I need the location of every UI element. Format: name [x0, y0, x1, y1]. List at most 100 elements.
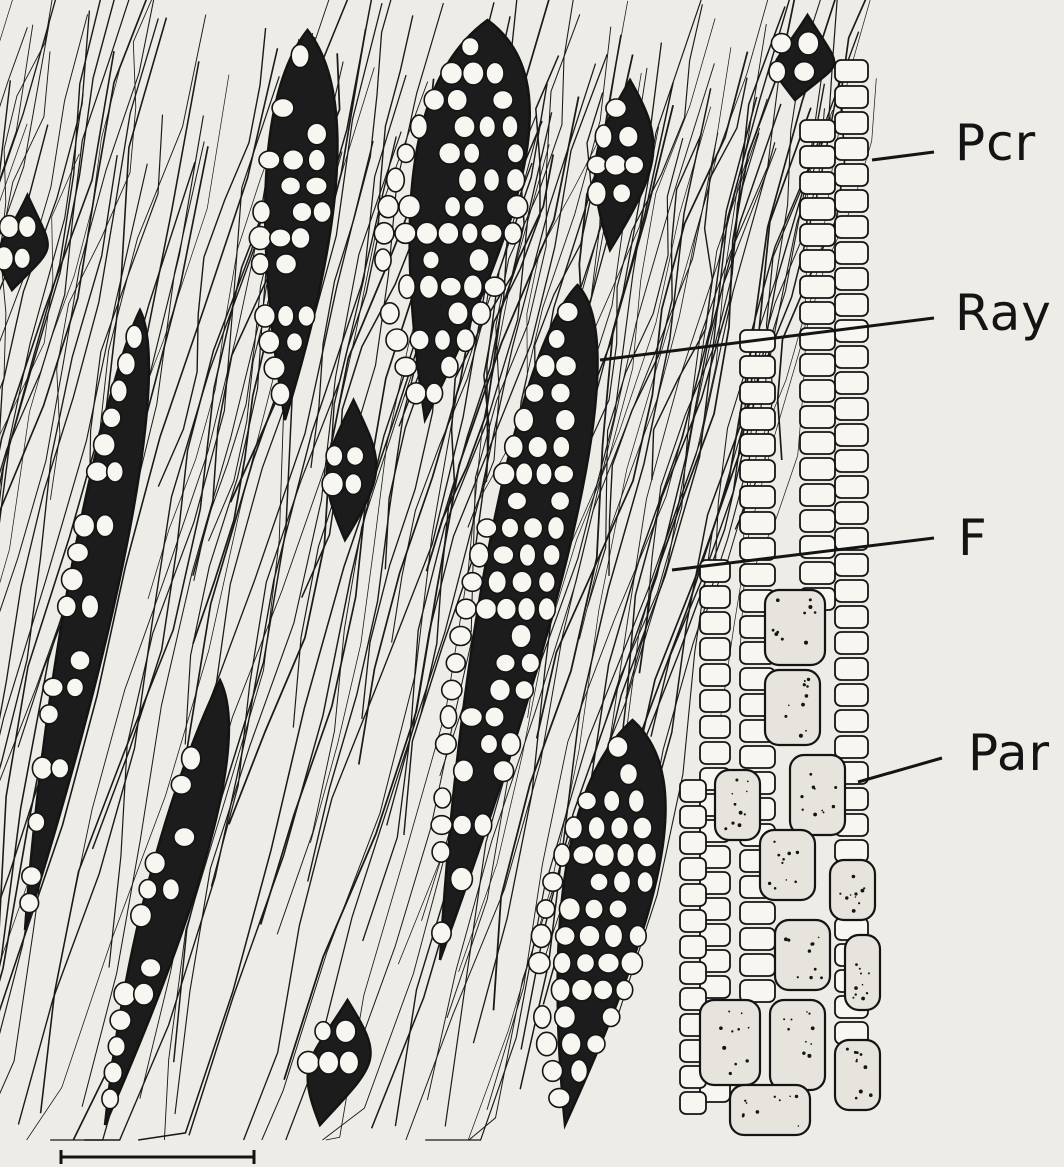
- ray-cell: [497, 598, 517, 620]
- ray-cell: [96, 515, 114, 537]
- ray-cell: [462, 37, 480, 56]
- ray-cell: [445, 196, 461, 217]
- vessel-cell: [680, 858, 706, 880]
- ray-cell: [102, 1089, 118, 1109]
- ray-cell: [502, 116, 518, 138]
- vessel-cell: [800, 406, 835, 428]
- ray-cell: [126, 325, 142, 349]
- stipple-dot: [855, 896, 857, 898]
- ray-cell: [131, 904, 152, 927]
- ray-cell: [458, 168, 476, 192]
- stipple-dot: [852, 997, 854, 999]
- ray-cell: [585, 899, 603, 919]
- ray-cell: [463, 62, 484, 85]
- ray-cell: [139, 880, 157, 900]
- stipple-dot: [734, 1063, 737, 1066]
- stipple-dot: [784, 937, 788, 941]
- ray-cell: [307, 123, 327, 145]
- ray-cell: [326, 446, 343, 467]
- ray-cell: [94, 433, 116, 456]
- ray-cell: [335, 1020, 356, 1043]
- stipple-dot: [864, 1065, 868, 1069]
- ray-cell: [493, 761, 514, 782]
- ray-cell: [419, 275, 438, 299]
- stipple-dot: [732, 793, 734, 795]
- stipple-dot: [787, 852, 791, 856]
- stipple-dot: [850, 894, 852, 896]
- stipple-dot: [811, 1026, 815, 1030]
- stipple-dot: [747, 781, 749, 783]
- ray-cell: [579, 925, 600, 947]
- stipple-dot: [859, 1090, 863, 1094]
- ray-cell: [554, 465, 574, 483]
- ray-cell: [291, 44, 309, 67]
- stipple-dot: [729, 1072, 732, 1075]
- vessel-cell: [835, 476, 868, 498]
- ray-cell: [469, 249, 489, 272]
- stipple-dot: [808, 605, 812, 609]
- ray-cell: [286, 333, 302, 352]
- ray-cell: [395, 357, 416, 376]
- vessel-cell: [740, 902, 775, 924]
- stipple-dot: [796, 851, 799, 854]
- stipple-dot: [855, 1060, 857, 1062]
- stipple-dot: [731, 822, 734, 825]
- ray-cell: [555, 1006, 576, 1029]
- ray-cell: [543, 544, 560, 565]
- vessel-cell: [700, 664, 730, 686]
- vessel-cell: [700, 716, 730, 738]
- ray-cell: [554, 952, 571, 974]
- stipple-dot: [808, 1013, 810, 1015]
- ray-cell: [769, 61, 786, 82]
- ray-cell: [514, 408, 533, 432]
- stipple-dot: [868, 972, 870, 974]
- ray-cell: [571, 1060, 588, 1083]
- stipple-dot: [803, 683, 806, 686]
- stipple-dot: [735, 779, 738, 782]
- ray-cell: [794, 62, 815, 82]
- ray-cell: [118, 353, 136, 376]
- vessel-cell: [835, 424, 868, 446]
- vessel-cell: [740, 460, 775, 482]
- ray-cell: [255, 305, 275, 327]
- stipple-dot: [802, 1052, 805, 1055]
- vessel-cell: [740, 746, 775, 768]
- ray-cell: [434, 330, 450, 351]
- ray-cell: [453, 815, 472, 835]
- ray-cell: [114, 982, 136, 1006]
- ray-cell: [107, 461, 124, 482]
- parenchyma-cell: [835, 1040, 880, 1110]
- ray-cell: [490, 679, 511, 701]
- vessel-cell: [680, 780, 706, 802]
- ray-cell: [315, 1022, 331, 1041]
- stipple-dot: [731, 1030, 733, 1032]
- ray-cell: [616, 980, 633, 999]
- ray-cell: [18, 216, 36, 238]
- parenchyma-cell: [775, 920, 830, 990]
- stipple-dot: [845, 896, 848, 899]
- stipple-dot: [808, 949, 811, 952]
- stipple-dot: [724, 827, 727, 830]
- ray-cell: [399, 275, 415, 298]
- ray-cell: [381, 303, 399, 324]
- ray-cell: [637, 843, 657, 867]
- vessel-cell: [835, 554, 868, 576]
- ray-cell: [253, 201, 270, 223]
- ray-cell: [501, 518, 519, 538]
- stipple-dot: [795, 1095, 798, 1098]
- stipple-dot: [737, 1028, 740, 1031]
- vessel-cell: [740, 980, 775, 1002]
- ray-cell: [108, 1037, 125, 1057]
- vessel-cell: [835, 450, 868, 472]
- stipple-dot: [823, 811, 825, 813]
- ray-cell: [606, 99, 627, 118]
- stipple-dot: [806, 1011, 808, 1013]
- ray-cell: [411, 115, 428, 138]
- stipple-dot: [742, 1115, 745, 1118]
- ray-cell: [549, 1089, 570, 1108]
- ray-cell: [637, 871, 653, 892]
- ray-cell: [587, 156, 606, 174]
- ray-cell: [104, 1062, 122, 1083]
- stipple-dot: [774, 887, 777, 890]
